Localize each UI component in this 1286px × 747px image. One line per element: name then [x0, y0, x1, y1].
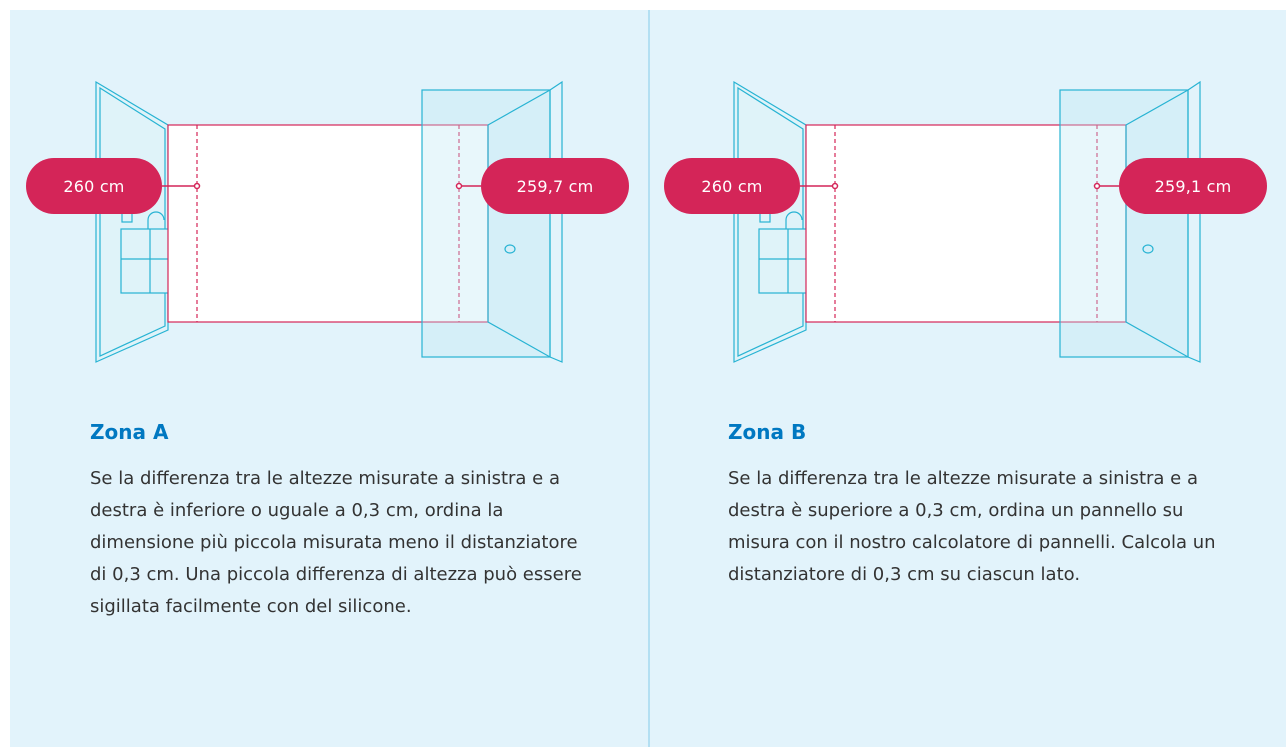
wall-frame [805, 124, 1127, 323]
measure-line-icon [800, 182, 1119, 190]
left-height-label: 260 cm [26, 158, 162, 214]
door-right-icon [421, 80, 563, 363]
measure-line-icon [162, 182, 481, 190]
zone-b-illustration [733, 80, 1201, 363]
zone-b-panel: 260 cm 259,1 cm Zona B Se la differenza … [648, 10, 1286, 747]
zone-title: Zona A [90, 420, 169, 444]
zones-container: 260 cm 259,7 cm Zona A Se la differenza … [10, 10, 1286, 747]
right-height-label: 259,7 cm [481, 158, 629, 214]
left-height-label: 260 cm [664, 158, 800, 214]
zone-a-panel: 260 cm 259,7 cm Zona A Se la differenza … [10, 10, 648, 747]
zone-a-illustration [95, 80, 563, 363]
right-height-label: 259,1 cm [1119, 158, 1267, 214]
zone-divider [648, 10, 650, 747]
zone-description: Se la differenza tra le altezze misurate… [90, 468, 582, 617]
wall-frame [167, 124, 489, 323]
zone-description: Se la differenza tra le altezze misurate… [728, 468, 1216, 585]
zone-title: Zona B [728, 420, 807, 444]
door-right-icon [1059, 80, 1201, 363]
